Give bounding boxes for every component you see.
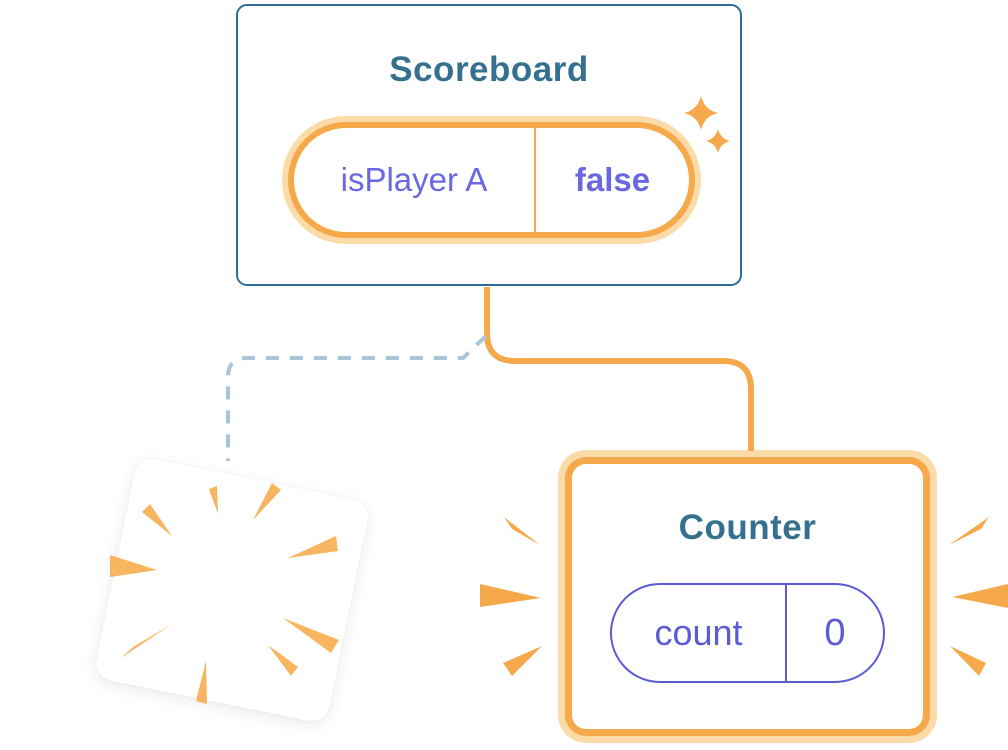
pill-divider bbox=[785, 585, 787, 681]
state-value: 0 bbox=[824, 611, 846, 654]
removed-connector-dashed-line bbox=[226, 334, 488, 461]
scoreboard-state-pill: isPlayer A false bbox=[294, 128, 689, 232]
destroyed-component-card bbox=[92, 455, 372, 725]
scoreboard-title: Scoreboard bbox=[389, 50, 589, 89]
active-connector-line bbox=[484, 287, 754, 451]
emphasis-burst-left-icon bbox=[480, 517, 542, 676]
counter-state-pill: count 0 bbox=[610, 583, 885, 683]
state-key: isPlayer A bbox=[340, 161, 488, 198]
state-value: false bbox=[574, 161, 651, 198]
scoreboard-component-card: Scoreboard isPlayer A false bbox=[236, 4, 742, 286]
pill-divider bbox=[534, 128, 536, 232]
counter-title: Counter bbox=[678, 508, 817, 547]
state-key: count bbox=[654, 612, 743, 653]
counter-component-card: Counter count 0 bbox=[572, 464, 923, 729]
emphasis-burst-right-icon bbox=[949, 517, 1008, 676]
